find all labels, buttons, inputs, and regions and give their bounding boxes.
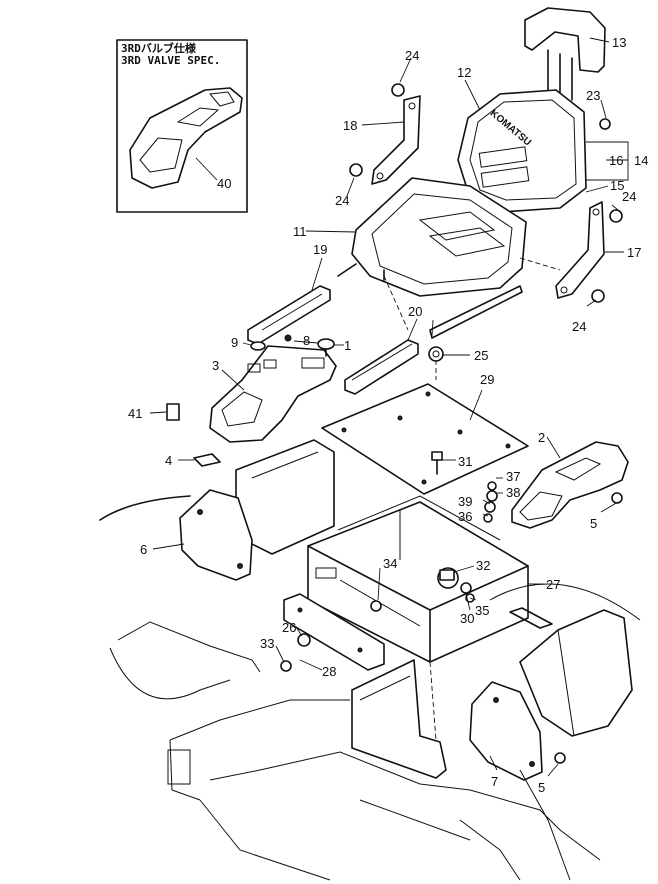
lower-frame [351, 659, 447, 779]
callout-7: 7 [491, 774, 498, 789]
inset-title-ja: 3RDバルブ仕様 [121, 41, 197, 55]
callout-32: 32 [476, 558, 490, 573]
callout-15: 15 [610, 178, 624, 193]
callout-18: 18 [343, 118, 357, 133]
callout-19: 19 [313, 242, 327, 257]
callout-36: 36 [458, 509, 472, 524]
inset-3rd-valve-spec: 3RDバルブ仕様 3RD VALVE SPEC. [116, 39, 248, 213]
left-console-3 [209, 345, 337, 443]
callout-25: 25 [474, 348, 488, 363]
plate-4 [193, 453, 221, 467]
seat-bracket-17 [555, 201, 605, 299]
nut-34 [370, 600, 382, 612]
bolt-5-upper [611, 492, 623, 504]
console-cover-40-drawing [129, 87, 243, 189]
callout-6: 6 [140, 542, 147, 557]
callout-37: 37 [506, 469, 520, 484]
callout-4: 4 [165, 453, 172, 468]
nut-25 [428, 346, 444, 362]
callout-24-top: 24 [405, 48, 419, 63]
callout-14: 14 [634, 153, 648, 168]
callout-24-right: 24 [622, 189, 636, 204]
seat-plate-29 [321, 383, 529, 495]
callout-23: 23 [586, 88, 600, 103]
knob-1 [317, 338, 335, 357]
inset-frame [116, 39, 248, 213]
callout-26: 26 [282, 620, 296, 635]
bolt-31 [431, 451, 443, 475]
callout-13: 13 [612, 35, 626, 50]
seat-cushion-11 [351, 177, 527, 297]
callout-30: 30 [460, 611, 474, 626]
bolt-32 [439, 569, 455, 581]
callout-41: 41 [128, 406, 142, 421]
block-41 [166, 403, 180, 421]
screw-8 [284, 334, 292, 342]
bolt-5-lower [554, 752, 566, 764]
seat-rail-19 [247, 263, 357, 345]
callout-29: 29 [480, 372, 494, 387]
panel-28 [283, 593, 385, 671]
callout-9: 9 [231, 335, 238, 350]
cover-panel [235, 439, 335, 555]
callout-1: 1 [344, 338, 351, 353]
cap-9 [250, 341, 266, 351]
bolts-24 [349, 83, 623, 303]
callout-31: 31 [458, 454, 472, 469]
side-cover-6 [179, 489, 253, 581]
right-console-2 [511, 441, 629, 529]
callout-24-left: 24 [335, 193, 349, 208]
callout-17: 17 [627, 245, 641, 260]
seat-bracket-18 [371, 95, 421, 185]
side-cover-7 [469, 681, 543, 781]
callout-24-bottom: 24 [572, 319, 586, 334]
callout-34: 34 [383, 556, 397, 571]
hardware-26-33 [280, 633, 311, 672]
leader-lines [149, 37, 629, 777]
callout-8: 8 [303, 333, 310, 348]
callout-27: 27 [546, 577, 560, 592]
washers-36-39 [483, 481, 498, 523]
callout-35: 35 [475, 603, 489, 618]
nut-30 [460, 582, 472, 594]
machine-body-outline [99, 257, 641, 881]
callout-2: 2 [538, 430, 545, 445]
callout-20: 20 [408, 304, 422, 319]
callout-33: 33 [260, 636, 274, 651]
headrest-13 [524, 7, 606, 101]
callout-16: 16 [609, 153, 623, 168]
bolt-23 [599, 118, 611, 130]
callout-5-upper: 5 [590, 516, 597, 531]
seat-back-12: KOMATSU [457, 89, 587, 213]
callout-38: 38 [506, 485, 520, 500]
right-side-housing [509, 607, 633, 737]
callout-labels: 1 2 3 4 5 5 6 7 8 9 11 12 13 14 15 16 17… [128, 35, 648, 795]
seat-rail-20 [344, 285, 523, 395]
callout-28: 28 [322, 664, 336, 679]
callout-5-lower: 5 [538, 780, 545, 795]
inset-title-en: 3RD VALVE SPEC. [121, 54, 220, 67]
callout-3: 3 [212, 358, 219, 373]
callout-39: 39 [458, 494, 472, 509]
callout-12: 12 [457, 65, 471, 80]
callout-40: 40 [217, 176, 231, 191]
callout-11: 11 [293, 224, 307, 239]
